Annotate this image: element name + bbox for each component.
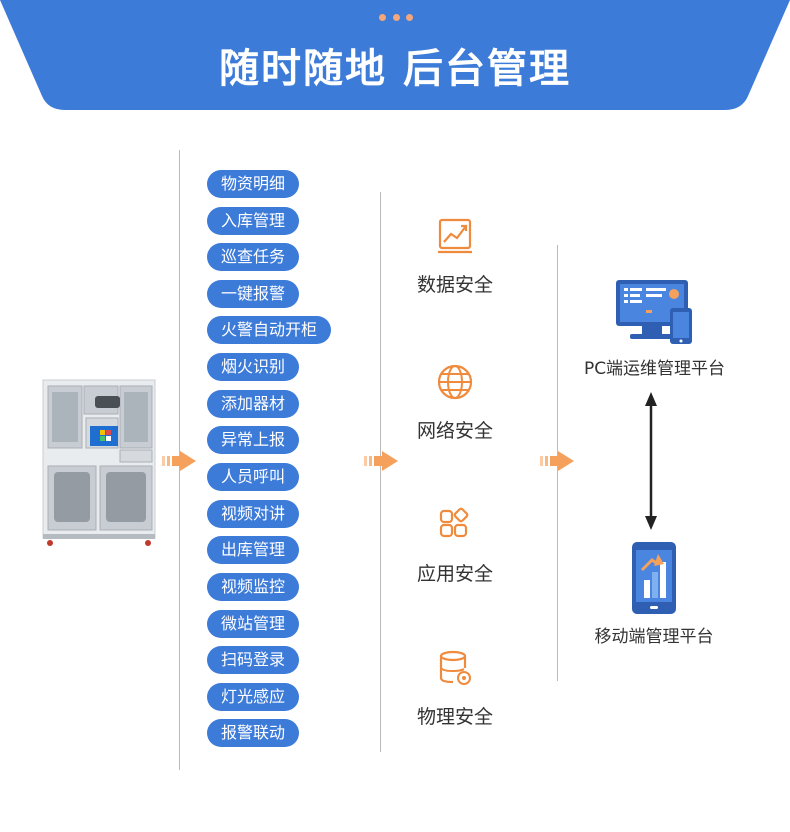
platform-pc: PC端运维管理平台	[577, 278, 732, 379]
feature-pill[interactable]: 火警自动开柜	[207, 316, 332, 344]
security-item-physical: 物理安全	[395, 648, 515, 729]
security-label: 应用安全	[416, 563, 493, 585]
decor-dot	[379, 14, 386, 21]
feature-pill[interactable]: 物资明细	[207, 170, 300, 198]
cabinet-image	[40, 378, 162, 548]
decor-dot	[392, 14, 400, 21]
feature-pill[interactable]: 一键报警	[207, 280, 300, 308]
security-label: 物理安全	[416, 706, 493, 728]
feature-pill[interactable]: 人员呼叫	[207, 463, 300, 491]
apps-grid-icon	[439, 507, 469, 538]
globe-icon	[437, 364, 473, 400]
arrow-right-icon	[540, 451, 574, 471]
platform-label: 移动端管理平台	[594, 627, 714, 647]
database-gear-icon	[439, 650, 471, 685]
platform-mobile: 移动端管理平台	[584, 540, 724, 647]
banner-shape	[0, 0, 790, 110]
double-arrow-icon	[645, 392, 657, 530]
feature-pill[interactable]: 扫码登录	[207, 646, 300, 674]
feature-pill[interactable]: 出库管理	[207, 536, 300, 564]
feature-pill[interactable]: 添加器材	[207, 390, 300, 418]
feature-pill[interactable]: 视频对讲	[207, 500, 300, 528]
separator-line	[380, 192, 381, 752]
feature-pill[interactable]: 微站管理	[207, 610, 300, 638]
security-item-app: 应用安全	[395, 505, 515, 586]
chart-trend-icon	[438, 218, 472, 254]
arrow-right-icon	[364, 451, 398, 471]
feature-pill[interactable]: 异常上报	[207, 426, 300, 454]
platform-label: PC端运维管理平台	[583, 359, 726, 379]
header-banner: 随时随地 后台管理	[0, 0, 790, 110]
security-label: 数据安全	[416, 274, 493, 296]
security-item-network: 网络安全	[395, 362, 515, 443]
arrow-right-icon	[162, 451, 196, 471]
feature-pill[interactable]: 灯光感应	[207, 683, 300, 711]
feature-pill[interactable]: 烟火识别	[207, 353, 300, 381]
feature-pill[interactable]: 报警联动	[207, 719, 300, 747]
page-title: 随时随地 后台管理	[219, 46, 571, 92]
security-label: 网络安全	[416, 420, 493, 442]
smartphone-chart-icon	[632, 542, 676, 614]
feature-pill[interactable]: 巡查任务	[207, 243, 300, 271]
feature-pill[interactable]: 视频监控	[207, 573, 300, 601]
feature-pill[interactable]: 入库管理	[207, 207, 300, 235]
decor-dots	[379, 14, 413, 24]
decor-dot	[406, 14, 413, 21]
security-item-data: 数据安全	[395, 216, 515, 297]
desktop-monitor-icon	[615, 280, 692, 344]
